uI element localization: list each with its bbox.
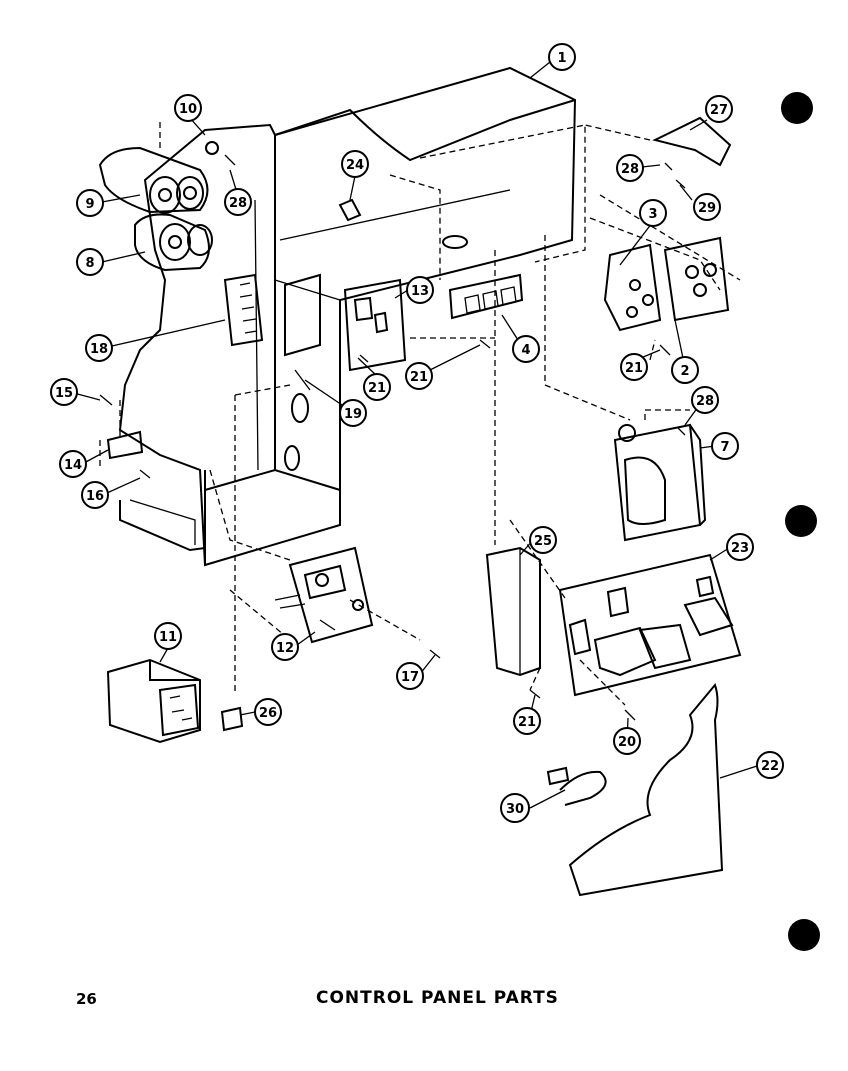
svg-text:20: 20 <box>618 735 636 750</box>
callout-7: 7 <box>711 432 739 460</box>
svg-text:29: 29 <box>698 201 716 216</box>
callout-2: 2 <box>671 356 699 384</box>
svg-text:27: 27 <box>710 103 728 118</box>
callout-18: 18 <box>85 334 113 362</box>
svg-text:23: 23 <box>731 541 749 556</box>
callout-21-relay-board: 21 <box>363 373 391 401</box>
svg-text:21: 21 <box>625 361 643 376</box>
svg-text:28: 28 <box>621 162 639 177</box>
assembly-lines <box>99 122 741 706</box>
callout-26: 26 <box>254 698 282 726</box>
callout-10: 10 <box>174 94 202 122</box>
svg-text:28: 28 <box>229 196 247 211</box>
svg-text:2: 2 <box>680 364 689 379</box>
svg-text:17: 17 <box>401 670 419 685</box>
callout-13: 13 <box>406 276 434 304</box>
svg-text:22: 22 <box>761 759 779 774</box>
callout-9: 9 <box>76 189 104 217</box>
callout-17: 17 <box>396 662 424 690</box>
relay-board <box>343 278 407 372</box>
callout-12: 12 <box>271 633 299 661</box>
control-board <box>558 553 742 697</box>
svg-text:16: 16 <box>86 489 104 504</box>
callout-15: 15 <box>50 378 78 406</box>
callout-16: 16 <box>81 481 109 509</box>
svg-text:19: 19 <box>344 407 362 422</box>
svg-text:3: 3 <box>648 207 657 222</box>
run-capacitor-lower <box>134 213 213 272</box>
callout-4: 4 <box>512 335 540 363</box>
svg-text:28: 28 <box>696 394 714 409</box>
relay-right <box>663 236 730 322</box>
callouts: 1 10 28 9 8 24 27 28 29 3 13 4 18 15 21 … <box>50 43 784 823</box>
svg-text:21: 21 <box>410 370 428 385</box>
callout-25: 25 <box>529 526 557 554</box>
callout-27: 27 <box>705 95 733 123</box>
bracket-small <box>220 706 244 732</box>
svg-text:21: 21 <box>518 715 536 730</box>
mounting-bracket <box>652 116 732 167</box>
callout-28-top-left: 28 <box>224 188 252 216</box>
page-number: 26 <box>76 990 97 1008</box>
svg-text:9: 9 <box>85 197 94 212</box>
callout-29: 29 <box>693 193 721 221</box>
svg-text:25: 25 <box>534 534 552 549</box>
leader-lines <box>69 61 758 809</box>
binder-hole-middle <box>785 505 817 537</box>
callout-3: 3 <box>639 199 667 227</box>
callout-11: 11 <box>154 622 182 650</box>
transformer <box>613 423 707 542</box>
callout-30: 30 <box>500 793 530 823</box>
control-box-housing <box>118 66 577 567</box>
svg-text:12: 12 <box>276 641 294 656</box>
binder-hole-bottom <box>788 919 820 951</box>
svg-text:1: 1 <box>557 51 566 66</box>
svg-text:24: 24 <box>346 158 364 173</box>
svg-text:14: 14 <box>64 458 82 473</box>
svg-text:4: 4 <box>521 343 530 358</box>
svg-text:13: 13 <box>411 284 429 299</box>
hardware-parts <box>99 141 686 721</box>
svg-text:21: 21 <box>368 381 386 396</box>
svg-text:8: 8 <box>85 256 94 271</box>
run-capacitor-upper <box>98 146 209 214</box>
start-relay <box>106 658 201 744</box>
terminal-strip <box>448 273 524 320</box>
terminal-block <box>223 273 264 347</box>
callout-1: 1 <box>548 43 576 71</box>
svg-text:30: 30 <box>506 802 524 817</box>
svg-text:26: 26 <box>259 706 277 721</box>
callout-22: 22 <box>756 751 784 779</box>
callout-20: 20 <box>613 727 641 755</box>
callout-8: 8 <box>76 248 104 276</box>
callout-14: 14 <box>59 450 87 478</box>
callout-21-bracket: 21 <box>513 707 541 735</box>
svg-text:18: 18 <box>90 342 108 357</box>
access-cover <box>568 682 724 897</box>
callout-24: 24 <box>341 150 369 178</box>
board-bracket <box>485 546 541 677</box>
callout-21-relays: 21 <box>620 353 648 381</box>
page-footer: 26 CONTROL PANEL PARTS <box>0 986 848 1012</box>
svg-text:15: 15 <box>55 386 73 401</box>
binder-hole-top <box>781 92 813 124</box>
callout-28-transformer: 28 <box>691 386 719 414</box>
callout-19: 19 <box>339 399 367 427</box>
callout-23: 23 <box>726 533 754 561</box>
svg-text:10: 10 <box>179 102 197 117</box>
svg-text:11: 11 <box>159 630 177 645</box>
contactor <box>274 546 374 644</box>
callout-28-top-right: 28 <box>616 154 644 182</box>
wire-harness <box>546 766 607 806</box>
relay-left <box>603 243 662 332</box>
wire-clip <box>338 198 362 222</box>
callout-21-terminal-strip: 21 <box>405 362 433 390</box>
page-title: CONTROL PANEL PARTS <box>316 988 559 1008</box>
svg-text:7: 7 <box>720 440 729 455</box>
